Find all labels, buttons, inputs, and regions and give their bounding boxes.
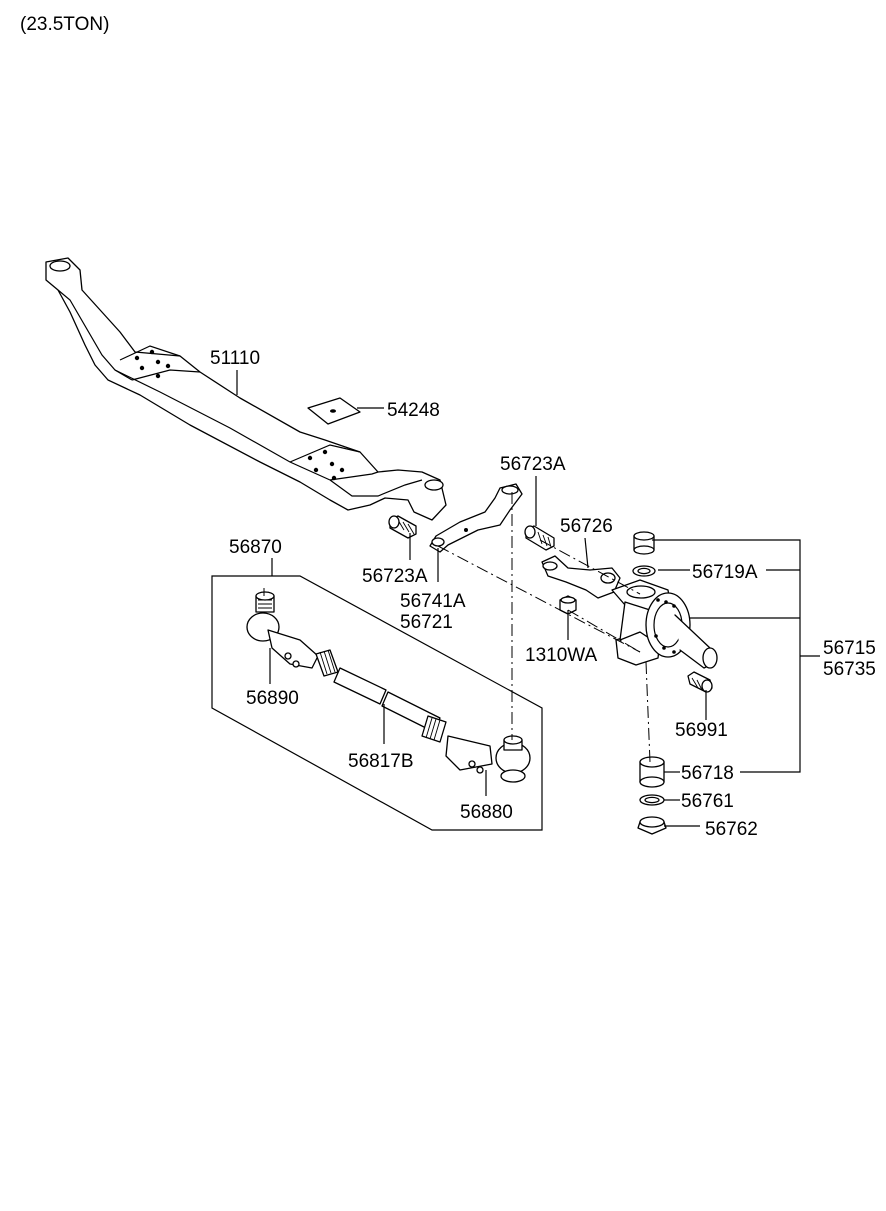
- thrust-washer[interactable]: [632, 565, 656, 577]
- label-56991: 56991: [675, 720, 728, 741]
- spacer-plate[interactable]: [307, 397, 361, 425]
- label-56741A: 56741A: [400, 591, 466, 612]
- label-54248: 54248: [387, 400, 440, 421]
- tie-rod-end-left[interactable]: [246, 591, 319, 669]
- tie-rod-cross-tube[interactable]: [315, 649, 447, 743]
- knuckle-arm-bolt-left[interactable]: [388, 515, 417, 539]
- label-56817B: 56817B: [348, 751, 414, 772]
- king-pin-cap[interactable]: [637, 816, 667, 835]
- knuckle-arm-bolt-top[interactable]: [524, 525, 555, 551]
- label-56726: 56726: [560, 516, 613, 537]
- leader-lines: [236, 370, 820, 827]
- label-56870: 56870: [229, 537, 282, 558]
- knuckle-arm[interactable]: [429, 483, 523, 553]
- label-56890: 56890: [246, 688, 299, 709]
- label-56762: 56762: [705, 819, 758, 840]
- label-56721: 56721: [400, 612, 453, 633]
- label-56735: 56735: [823, 659, 876, 680]
- label-1310WA: 1310WA: [525, 645, 597, 666]
- king-pin-bushing-upper[interactable]: [633, 531, 655, 555]
- snap-ring[interactable]: [639, 794, 665, 806]
- steering-knuckle[interactable]: [611, 579, 718, 669]
- label-56880: 56880: [460, 802, 513, 823]
- front-axle-beam[interactable]: [45, 257, 447, 521]
- label-56718: 56718: [681, 763, 734, 784]
- label-56715: 56715: [823, 638, 876, 659]
- tie-rod-assembly-outline: [211, 575, 543, 831]
- steering-arm[interactable]: [541, 555, 621, 599]
- diagram-caption: (23.5TON): [20, 14, 110, 35]
- tie-rod-end-right[interactable]: [445, 735, 531, 783]
- label-56723A-left: 56723A: [362, 566, 428, 587]
- label-56723A-top: 56723A: [500, 454, 566, 475]
- label-51110: 51110: [210, 348, 260, 369]
- label-56719A: 56719A: [692, 562, 758, 583]
- label-56761: 56761: [681, 791, 734, 812]
- king-pin-bushing-lower[interactable]: [639, 756, 665, 788]
- stopper-bolt[interactable]: [687, 671, 713, 693]
